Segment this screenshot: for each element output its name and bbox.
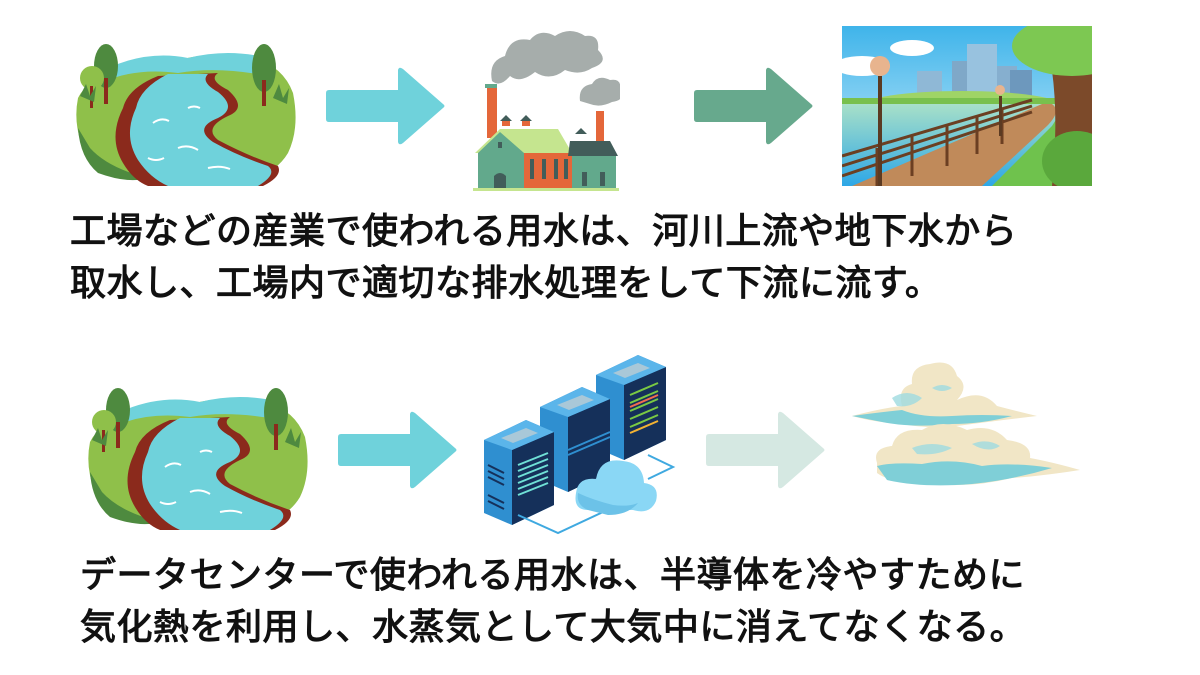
- riverside-park-illustration: [842, 26, 1092, 186]
- arrow-right-icon: [338, 411, 457, 489]
- arrow-step-4: [706, 410, 826, 490]
- caption-line: 工場などの産業で使われる用水は、河川上流や地下水から: [70, 211, 1018, 252]
- datacenter-illustration: [478, 345, 678, 535]
- server-racks-cloud-icon: [484, 355, 676, 535]
- river-illustration: [80, 372, 315, 532]
- arrow-right-icon: [326, 67, 445, 145]
- river-icon: [88, 388, 308, 530]
- factory-icon: [473, 31, 620, 191]
- arrow-right-icon: [694, 67, 813, 145]
- riverside-park-icon: [842, 26, 1092, 186]
- caption-line: 気化熱を利用し、水蒸気として大気中に消えてなくなる。: [80, 607, 1027, 648]
- arrow-step-3: [338, 410, 458, 490]
- arrow-step-1: [326, 66, 446, 146]
- caption-datacenter: データセンターで使われる用水は、半導体を冷やすために 気化熱を利用し、水蒸気とし…: [80, 550, 1026, 654]
- caption-line: 取水し、工場内で適切な排水処理をして下流に流す。: [70, 263, 942, 304]
- arrow-step-2: [694, 66, 814, 146]
- river-icon: [76, 44, 296, 186]
- caption-industrial: 工場などの産業で使われる用水は、河川上流や地下水から 取水し、工場内で適切な排水…: [70, 206, 1017, 310]
- clouds-illustration: [852, 358, 1082, 508]
- arrow-right-icon: [706, 411, 825, 489]
- clouds-icon: [852, 362, 1080, 486]
- factory-illustration: [470, 26, 620, 191]
- river-illustration: [68, 28, 303, 188]
- caption-line: データセンターで使われる用水は、半導体を冷やすために: [80, 555, 1026, 596]
